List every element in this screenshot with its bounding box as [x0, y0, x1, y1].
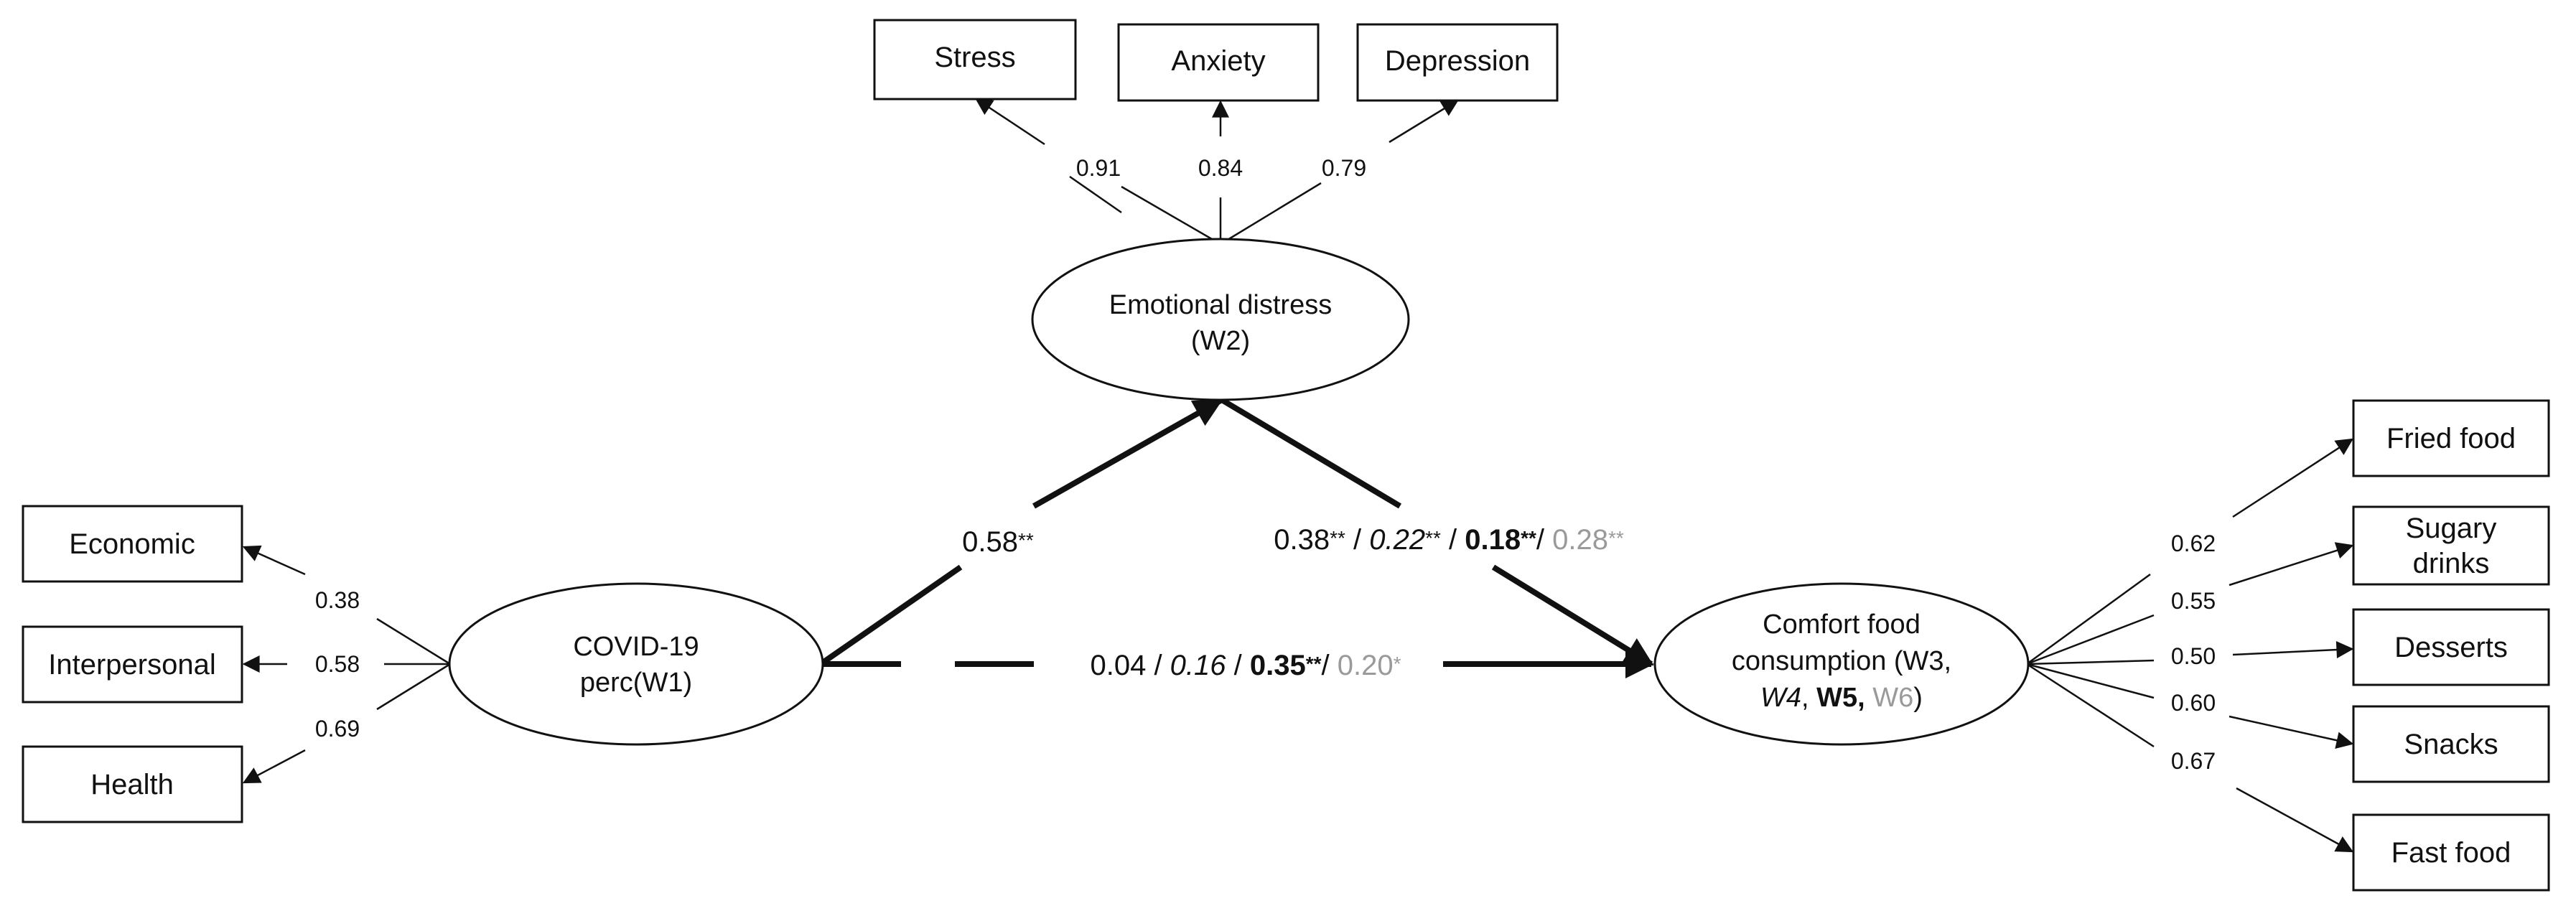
- latent-label-covid-line1: COVID-19: [573, 632, 699, 662]
- indicator-label-depression: Depression: [1385, 45, 1530, 77]
- latent-label-comfort-w6: W6: [1872, 683, 1913, 713]
- latent-label-comfort-w5: W5,: [1816, 683, 1872, 713]
- path-b-sep2: /: [1441, 524, 1465, 556]
- path-b-sep1: /: [1345, 524, 1369, 556]
- path-b-w3: 0.38: [1274, 524, 1330, 556]
- path-c-coefficients: 0.04 / 0.16 / 0.35**/ 0.20*: [1090, 650, 1401, 681]
- indicator-label-sugary-drinks-line1: Sugary: [2406, 513, 2497, 544]
- path-c-w5-sig: **: [1306, 653, 1322, 675]
- indicator-box-health: Health: [22, 745, 243, 823]
- latent-label-distress-line2: (W2): [1191, 326, 1250, 356]
- path-a-coefficient: 0.58**: [962, 526, 1034, 558]
- indicator-box-snacks: Snacks: [2352, 705, 2550, 783]
- indicator-label-sugary-drinks-line2: drinks: [2413, 548, 2490, 579]
- loading-fast-food: 0.67: [2171, 748, 2216, 774]
- latent-label-comfort-line2: consumption (W3,: [1732, 646, 1951, 676]
- indicator-box-fast-food: Fast food: [2352, 813, 2550, 892]
- indicator-box-economic: Economic: [22, 505, 243, 583]
- indicator-box-anxiety: Anxiety: [1117, 23, 1320, 102]
- indicator-label-economic: Economic: [69, 528, 195, 560]
- indicator-label-fried-food: Fried food: [2386, 423, 2516, 454]
- indicator-label-interpersonal: Interpersonal: [48, 649, 215, 681]
- path-a-value: 0.58: [962, 526, 1018, 558]
- indicator-label-health: Health: [90, 769, 174, 800]
- indicator-label-snacks: Snacks: [2404, 729, 2498, 760]
- loading-arrows-comfort: [2026, 438, 2354, 853]
- loading-depression: 0.79: [1322, 155, 1366, 181]
- indicator-label-fast-food: Fast food: [2391, 837, 2511, 869]
- path-b-coefficients: 0.38** / 0.22** / 0.18**/ 0.28**: [1274, 524, 1624, 556]
- path-b-arrow: [1218, 396, 1654, 667]
- loading-interpersonal: 0.58: [315, 651, 360, 677]
- path-c-sep1: /: [1146, 650, 1170, 681]
- path-b-w4: 0.22: [1369, 524, 1425, 556]
- path-c-w5: 0.35: [1250, 650, 1306, 681]
- path-c-w4: 0.16: [1170, 650, 1227, 681]
- path-b-w3-sig: **: [1330, 527, 1345, 549]
- indicator-label-stress: Stress: [934, 42, 1015, 73]
- latent-emotional-distress: Emotional distress (W2): [1031, 238, 1410, 401]
- loading-arrows-covid: [242, 545, 451, 784]
- path-b-sep3: /: [1536, 524, 1552, 556]
- path-c-w3: 0.04: [1090, 650, 1146, 681]
- loading-arrows-distress: [974, 98, 1460, 246]
- path-b-w5: 0.18: [1465, 524, 1521, 556]
- indicator-box-depression: Depression: [1356, 23, 1559, 102]
- path-a-significance: **: [1018, 529, 1034, 551]
- path-a-arrow: [818, 398, 1223, 667]
- path-c-w6: 0.20: [1338, 650, 1394, 681]
- path-b-w4-sig: **: [1425, 527, 1441, 549]
- loading-economic: 0.38: [315, 587, 360, 613]
- loading-sugary-drinks: 0.55: [2171, 588, 2216, 614]
- indicator-box-stress: Stress: [873, 19, 1077, 101]
- latent-comfort-food: Comfort food consumption (W3, W4, W5, W6…: [1653, 582, 2030, 746]
- latent-covid-perception: COVID-19 perc(W1): [448, 582, 824, 746]
- indicator-box-interpersonal: Interpersonal: [22, 625, 243, 704]
- indicator-box-sugary-drinks: Sugary drinks: [2352, 505, 2550, 586]
- indicator-box-desserts: Desserts: [2352, 608, 2550, 686]
- loading-stress: 0.91: [1076, 155, 1121, 181]
- indicator-box-fried-food: Fried food: [2352, 399, 2550, 477]
- loading-anxiety: 0.84: [1198, 155, 1243, 181]
- latent-label-comfort-line1: Comfort food: [1763, 609, 1921, 640]
- latent-label-comfort-line3: W4, W5, W6): [1760, 683, 1923, 713]
- latent-label-comfort-w4: W4: [1760, 683, 1801, 713]
- loading-fried-food: 0.62: [2171, 531, 2216, 556]
- loading-desserts: 0.50: [2171, 643, 2216, 669]
- path-c-w6-sig: *: [1394, 653, 1401, 675]
- indicator-label-anxiety: Anxiety: [1171, 45, 1265, 77]
- path-b-w6: 0.28: [1552, 524, 1608, 556]
- loading-health: 0.69: [315, 716, 360, 742]
- loading-snacks: 0.60: [2171, 690, 2216, 716]
- path-c-sep3: /: [1322, 650, 1338, 681]
- path-b-w5-sig: **: [1521, 527, 1536, 549]
- latent-label-comfort-sep: ,: [1801, 683, 1816, 713]
- path-c-sep2: /: [1226, 650, 1250, 681]
- indicator-label-desserts: Desserts: [2394, 632, 2508, 663]
- latent-label-comfort-end: ): [1913, 683, 1923, 713]
- latent-label-covid-line2: perc(W1): [580, 668, 692, 698]
- latent-label-distress-line1: Emotional distress: [1109, 290, 1332, 320]
- path-b-w6-sig: **: [1608, 527, 1624, 549]
